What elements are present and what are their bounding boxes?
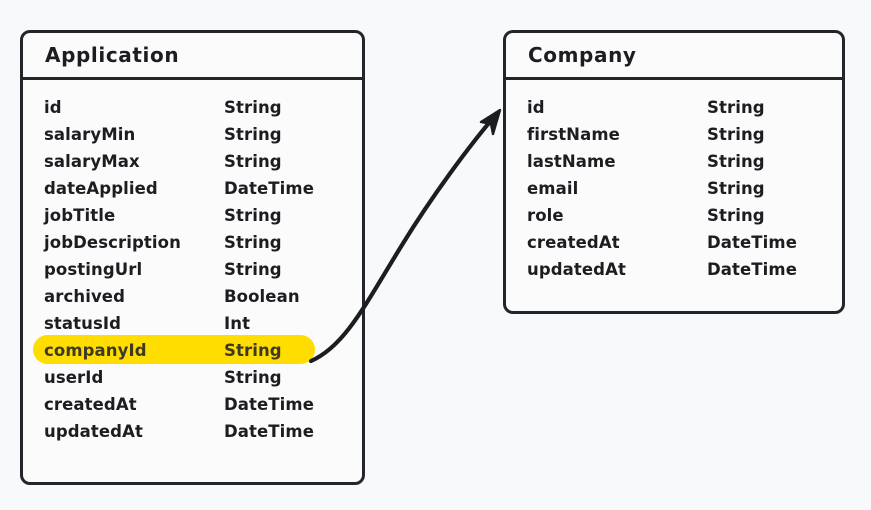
- field-name: id: [527, 98, 545, 117]
- field-name: email: [527, 179, 579, 198]
- field-type: String: [224, 341, 282, 360]
- field-type: Int: [224, 314, 251, 333]
- entity-field-list-company: id String firstName String lastName Stri…: [506, 80, 842, 283]
- field-row[interactable]: createdAt DateTime: [23, 391, 362, 418]
- entity-title-company: Company: [528, 43, 637, 67]
- field-name: firstName: [527, 125, 620, 144]
- field-row[interactable]: lastName String: [506, 148, 842, 175]
- field-name: id: [44, 98, 62, 117]
- field-type: String: [224, 125, 282, 144]
- field-name: companyId: [44, 341, 147, 360]
- field-row[interactable]: firstName String: [506, 121, 842, 148]
- field-type: String: [224, 233, 282, 252]
- field-row[interactable]: email String: [506, 175, 842, 202]
- field-row[interactable]: jobDescription String: [23, 229, 362, 256]
- field-row[interactable]: archived Boolean: [23, 283, 362, 310]
- field-type: String: [707, 98, 765, 117]
- field-name: archived: [44, 287, 126, 306]
- field-row[interactable]: statusId Int: [23, 310, 362, 337]
- field-name: updatedAt: [527, 260, 626, 279]
- field-row[interactable]: postingUrl String: [23, 256, 362, 283]
- field-type: String: [224, 260, 282, 279]
- field-type: DateTime: [224, 395, 315, 414]
- field-type: String: [707, 206, 765, 225]
- field-row[interactable]: updatedAt DateTime: [23, 418, 362, 445]
- field-name: jobTitle: [44, 206, 116, 225]
- field-row[interactable]: id String: [23, 94, 362, 121]
- field-name: userId: [44, 368, 104, 387]
- field-type: String: [224, 206, 282, 225]
- entity-field-list-application: id String salaryMin String salaryMax Str…: [23, 80, 362, 445]
- relation-arrow-head: [479, 108, 502, 136]
- field-type: String: [707, 125, 765, 144]
- field-name: lastName: [527, 152, 616, 171]
- field-type: String: [707, 152, 765, 171]
- field-type: String: [707, 179, 765, 198]
- field-type: String: [224, 98, 282, 117]
- field-type: String: [224, 368, 282, 387]
- field-name: jobDescription: [44, 233, 181, 252]
- field-name: createdAt: [44, 395, 137, 414]
- entity-title-application: Application: [45, 43, 180, 67]
- field-row[interactable]: createdAt DateTime: [506, 229, 842, 256]
- field-name: role: [527, 206, 564, 225]
- field-row[interactable]: salaryMax String: [23, 148, 362, 175]
- field-row[interactable]: salaryMin String: [23, 121, 362, 148]
- field-type: DateTime: [224, 179, 315, 198]
- field-name: salaryMin: [44, 125, 136, 144]
- field-name: postingUrl: [44, 260, 143, 279]
- field-row[interactable]: id String: [506, 94, 842, 121]
- field-row[interactable]: updatedAt DateTime: [506, 256, 842, 283]
- field-name: dateApplied: [44, 179, 158, 198]
- field-name: updatedAt: [44, 422, 143, 441]
- field-name: createdAt: [527, 233, 620, 252]
- field-type: DateTime: [707, 260, 798, 279]
- field-type: Boolean: [224, 287, 300, 306]
- field-name: statusId: [44, 314, 122, 333]
- entity-box-company[interactable]: Company id String firstName String lastN…: [503, 30, 845, 314]
- field-type: DateTime: [707, 233, 798, 252]
- field-row[interactable]: dateApplied DateTime: [23, 175, 362, 202]
- entity-header-application: Application: [23, 33, 362, 80]
- field-type: DateTime: [224, 422, 315, 441]
- field-name: salaryMax: [44, 152, 140, 171]
- entity-box-application[interactable]: Application id String salaryMin String s…: [20, 30, 365, 485]
- field-row-highlighted-companyid[interactable]: companyId String: [23, 335, 362, 364]
- entity-header-company: Company: [506, 33, 842, 80]
- field-row[interactable]: role String: [506, 202, 842, 229]
- highlight-marker: [33, 335, 315, 364]
- field-row[interactable]: userId String: [23, 364, 362, 391]
- field-type: String: [224, 152, 282, 171]
- field-row[interactable]: jobTitle String: [23, 202, 362, 229]
